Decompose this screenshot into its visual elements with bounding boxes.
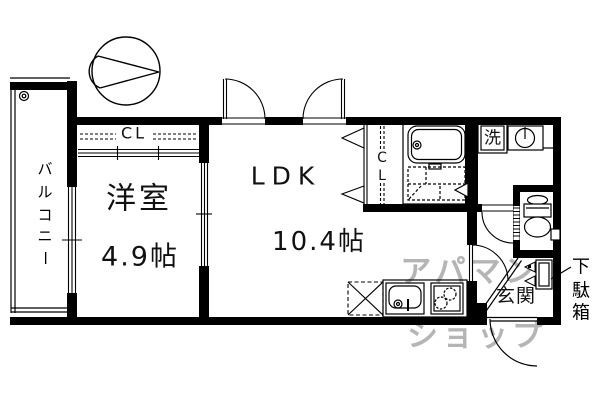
bathroom [402,121,469,205]
entrance-step-line [482,257,522,311]
closet-door-arrow-top [340,127,365,149]
entrance-label: 玄関 [496,285,536,307]
toilet [523,194,552,238]
front-door-arc [489,318,538,367]
closet-sliding-doors [78,146,199,160]
toilet-door-hatch [513,207,520,237]
western-room-label: 洋室 [106,182,172,217]
svg-text:箱: 箱 [572,303,590,324]
shoe-cabinet-leader-line [550,266,572,280]
front-door [487,316,538,367]
svg-text:バ: バ [37,160,52,178]
closet-door-arrow-bottom [340,185,365,204]
shower-area [407,166,466,201]
stove [430,282,464,315]
svg-text:ル: ル [37,183,52,201]
ldk-double-doors [222,78,346,125]
closet-top [78,133,199,160]
ldk-size-label: 10.4帖 [272,227,366,257]
kitchen-counter [382,279,468,318]
closet-vertical-label-c: C [377,150,387,166]
ldk-door-right-arc [302,78,346,120]
water-heater-icon [507,125,553,151]
balcony-drain-icon [18,90,30,102]
svg-text:下: 下 [572,257,590,278]
bathtub [407,125,466,164]
washing-machine-space [477,122,508,154]
hall-door [468,244,509,282]
svg-text:ー: ー [36,250,54,265]
bathtub-faucet-icon [412,140,422,150]
shoe-cabinet [523,259,572,290]
balcony-label: バ ル コ ニ ー [36,160,54,266]
shoe-cabinet-label: 下 駄 箱 [572,257,590,324]
svg-text:コ: コ [37,206,52,224]
western-room-window [62,187,82,293]
ldk-door-left-arc [222,78,266,120]
compass-symbol [88,36,161,106]
bath-door-arrow [453,181,469,199]
kitchen-sink [385,282,425,315]
closet-top-label: CL [121,124,147,143]
western-room-size-label: 4.9帖 [101,242,179,273]
svg-text:ニ: ニ [37,227,52,245]
balcony-area: バ ル コ ニ ー [10,77,70,313]
svg-text:駄: 駄 [572,281,590,302]
washroom-door-arc [481,211,514,244]
toilet-paper-holder [550,228,561,241]
room-divider-sliding-door [196,163,212,266]
ldk-label: LDK [251,162,322,191]
refrigerator-space [347,281,384,316]
toilet-room [513,194,561,241]
closet-vertical-label-l: L [378,168,386,184]
washing-machine-label: 洗 [484,129,501,149]
washroom-door [481,204,514,244]
hall-door-arc [471,244,509,282]
